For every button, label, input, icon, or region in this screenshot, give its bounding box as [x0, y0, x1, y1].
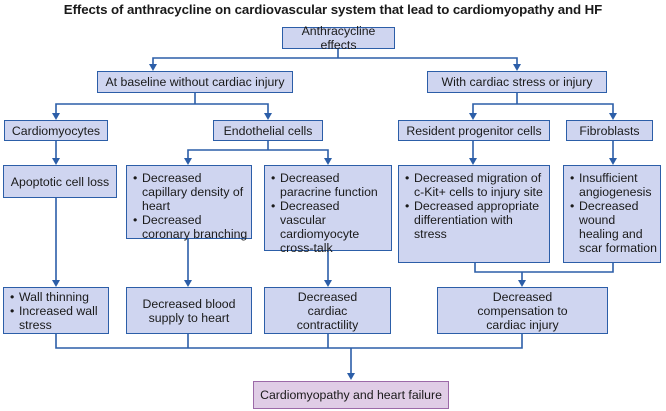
node-decreased-contractility: Decreased cardiac contractility [264, 287, 391, 334]
node-label: Decreased cardiac contractility [296, 289, 359, 332]
node-resident-progenitor-cells: Resident progenitor cells [398, 120, 550, 141]
arrowhead [513, 64, 521, 71]
node-label: Anthracycline effects [301, 24, 376, 52]
bullet-list: Decreased capillary density of heart Dec… [133, 171, 248, 241]
node-label: Cardiomyopathy and heart failure [260, 388, 442, 402]
bullet-item: Decreased vascular cardiomyocyte cross-t… [271, 199, 388, 255]
node-label: Decreased compensation to cardiac injury [477, 289, 568, 332]
connector [55, 103, 269, 116]
bullet-list: Wall thinning Increased wall stress [10, 290, 105, 332]
bullet-item: Decreased wound healing and scar formati… [570, 199, 657, 255]
node-label: At baseline without cardiac injury [105, 75, 285, 89]
arrowhead [184, 158, 192, 165]
bullet-item: Increased wall stress [10, 304, 105, 332]
node-label: Cardiomyocytes [11, 123, 101, 138]
bullet-item: Decreased migration of c-Kit+ cells to i… [405, 171, 546, 199]
node-decreased-compensation: Decreased compensation to cardiac injury [437, 287, 608, 334]
bullet-list: Insufficient angiogenesis Decreased woun… [570, 171, 657, 255]
arrowhead [264, 113, 272, 120]
node-label: Resident progenitor cells [406, 123, 542, 138]
node-paracrine-effects: Decreased paracrine function Decreased v… [264, 165, 392, 255]
arrowhead [469, 158, 477, 165]
arrowhead [609, 158, 617, 165]
arrowhead [52, 280, 60, 287]
arrowhead [469, 113, 477, 120]
arrowhead [52, 158, 60, 165]
arrowhead [324, 280, 332, 287]
node-anthracycline-effects: Anthracycline effects [282, 24, 395, 52]
arrowhead [609, 113, 617, 120]
arrowhead [518, 280, 526, 287]
bullet-list: Decreased paracrine function Decreased v… [271, 171, 388, 255]
node-label: With cardiac stress or injury [441, 75, 593, 89]
node-fibroblast-effects: Insufficient angiogenesis Decreased woun… [563, 165, 661, 263]
arrowhead [149, 64, 157, 71]
bullet-item: Insufficient angiogenesis [570, 171, 657, 199]
connector [472, 103, 614, 116]
node-cardiomyocytes: Cardiomyocytes [4, 120, 108, 141]
connector [474, 262, 614, 273]
diagram-title: Effects of anthracycline on cardiovascul… [63, 2, 603, 17]
node-cardiomyopathy-heart-failure: Cardiomyopathy and heart failure [253, 381, 449, 409]
arrowhead [184, 280, 192, 287]
bullet-item: Decreased coronary branching [133, 213, 248, 241]
node-capillary-effects: Decreased capillary density of heart Dec… [126, 165, 252, 241]
node-label: Decreased blood supply to heart [142, 296, 236, 325]
node-endothelial-cells: Endothelial cells [213, 120, 323, 141]
bullet-item: Wall thinning [10, 290, 105, 304]
arrowhead [347, 373, 355, 380]
bullet-item: Decreased paracrine function [271, 171, 388, 199]
node-apoptotic-cell-loss: Apoptotic cell loss [3, 165, 117, 198]
connector [187, 149, 329, 161]
node-wall-thinning: Wall thinning Increased wall stress [3, 287, 109, 334]
node-label: Fibroblasts [579, 123, 640, 138]
arrowhead [324, 158, 332, 165]
bullet-item: Decreased capillary density of heart [133, 171, 248, 213]
bullet-list: Decreased migration of c-Kit+ cells to i… [405, 171, 546, 241]
bullet-item: Decreased appropriate differentiation wi… [405, 199, 546, 241]
arrowhead [52, 113, 60, 120]
node-baseline: At baseline without cardiac injury [97, 71, 293, 93]
node-label: Apoptotic cell loss [10, 174, 110, 189]
node-label: Endothelial cells [223, 123, 313, 138]
node-cardiac-stress: With cardiac stress or injury [427, 71, 607, 93]
connector [152, 57, 518, 68]
node-fibroblasts: Fibroblasts [566, 120, 653, 141]
node-decreased-blood-supply: Decreased blood supply to heart [126, 287, 252, 334]
node-migration-effects: Decreased migration of c-Kit+ cells to i… [398, 165, 550, 263]
connector [55, 334, 523, 349]
